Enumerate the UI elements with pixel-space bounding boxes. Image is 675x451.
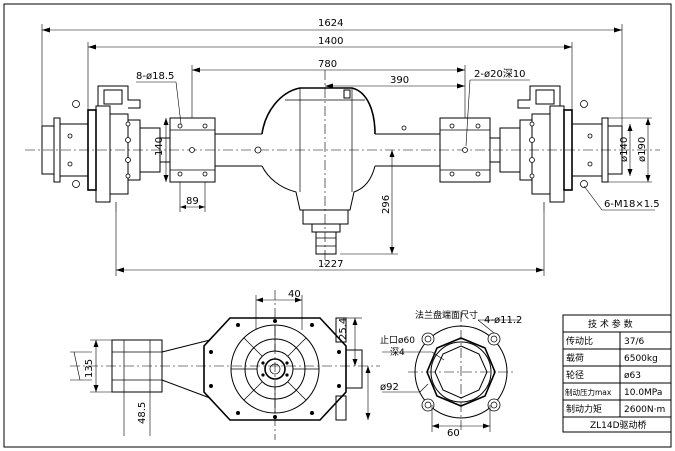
dim-hole-right: 2-ø20深10 <box>474 68 526 80</box>
dim-hole-left: 8-ø18.5 <box>136 71 174 82</box>
flange-depth: 深4 <box>390 347 405 358</box>
dim-296: 296 <box>381 195 392 214</box>
spec-table: 技 术 参 数 传动比 37/6 载荷 6500kg 轮径 ø63 制动压力ma… <box>562 314 672 433</box>
dim-40: 40 <box>288 289 301 300</box>
flange-labels: 法兰盘端面尺寸 4-ø11.2 止口ø60 深4 ø92 60 <box>380 309 522 439</box>
flange-width: 60 <box>447 428 460 439</box>
dim-1400: 1400 <box>318 36 343 47</box>
dim-135: 135 <box>84 359 95 378</box>
top-dimensions <box>41 24 655 276</box>
axle-front-view <box>25 70 660 265</box>
spec-table-footer: ZL14D驱动桥 <box>590 419 647 431</box>
flange-holes: 4-ø11.2 <box>484 315 522 326</box>
dim-780: 780 <box>318 59 337 70</box>
dim-89: 89 <box>186 196 199 207</box>
spec-label-wheel: 轮径 <box>566 369 584 381</box>
dim-1624: 1624 <box>318 18 343 29</box>
spec-value-ratio: 37/6 <box>624 337 644 347</box>
top-dimension-labels: 1624 1400 780 390 8-ø18.5 2-ø20深10 140 8… <box>136 18 660 270</box>
flange-pcd: ø92 <box>380 382 399 393</box>
drawing-frame <box>3 3 672 448</box>
spec-table-title: 技 术 参 数 <box>588 318 633 330</box>
dim-thread: 6-M18×1.5 <box>604 199 660 210</box>
spec-label-pressure: 制动压力max <box>565 387 612 397</box>
dim-diam-140: ø140 <box>619 137 630 162</box>
spec-value-load: 6500kg <box>624 354 658 364</box>
spec-value-wheel: ø63 <box>624 371 641 381</box>
side-dimension-labels: 40 25.4 135 48.5 <box>84 289 349 424</box>
spec-value-pressure: 10.0MPa <box>624 388 662 398</box>
flange-view <box>382 312 520 432</box>
dim-25-4: 25.4 <box>338 318 349 340</box>
spec-value-torque: 2600N·m <box>624 405 665 415</box>
axle-side-view <box>70 290 380 440</box>
spec-label-load: 载荷 <box>566 352 584 364</box>
dim-48-5: 48.5 <box>137 402 148 424</box>
dim-140: 140 <box>154 137 165 156</box>
spec-label-torque: 制动力矩 <box>566 403 602 415</box>
dim-diam-190: ø190 <box>637 137 648 162</box>
flange-note: 法兰盘端面尺寸 <box>415 309 478 321</box>
flange-bore: 止口ø60 <box>380 334 415 346</box>
dim-1227: 1227 <box>318 259 343 270</box>
dim-390: 390 <box>390 75 409 86</box>
spec-label-ratio: 传动比 <box>566 335 593 347</box>
